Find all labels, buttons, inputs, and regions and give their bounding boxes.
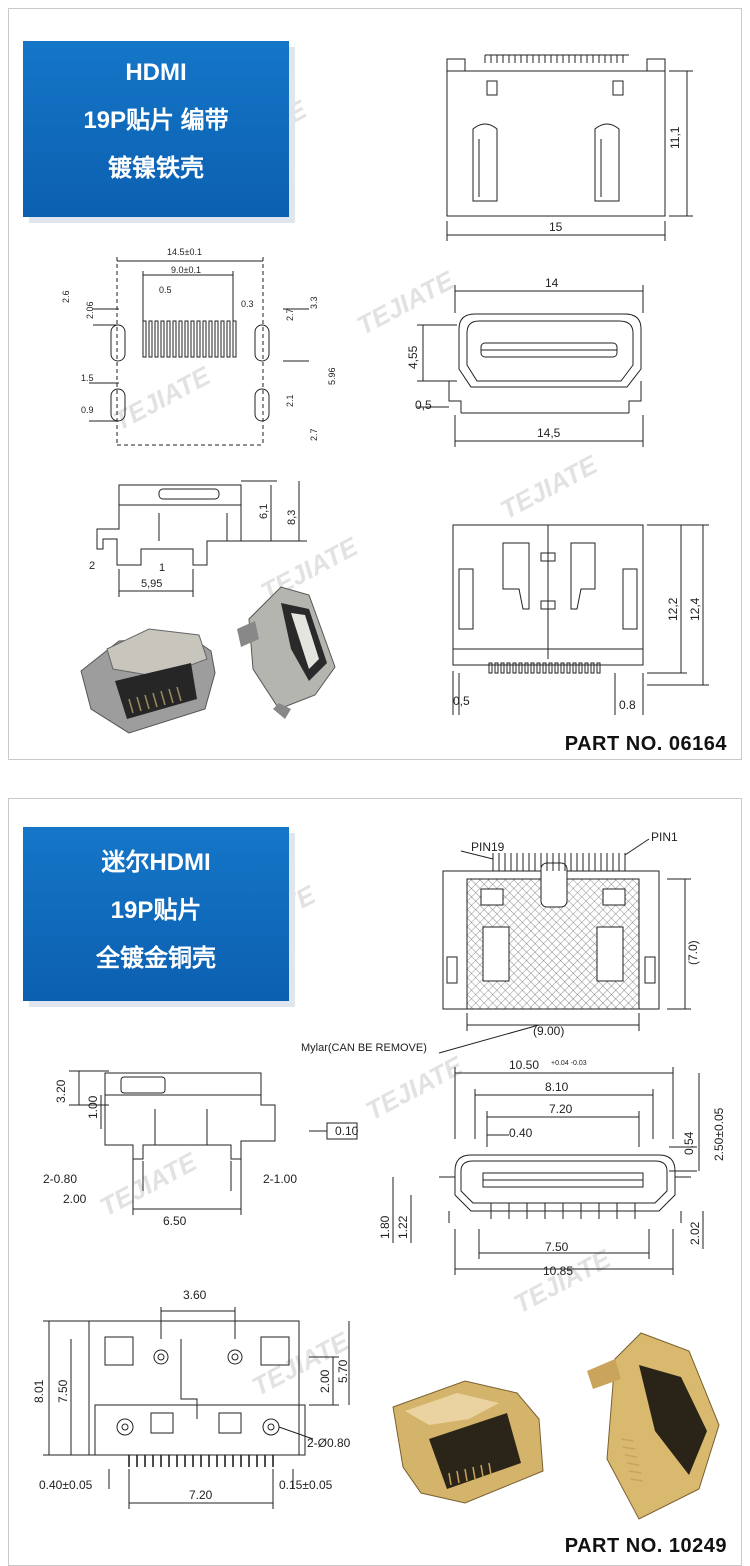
product-photo-2 <box>237 586 336 719</box>
dim-2-1: 2.1 <box>285 394 295 407</box>
dim-8-01: 8.01 <box>32 1379 46 1403</box>
product-photo-gold-1 <box>392 1380 544 1504</box>
dim-2-02: 2.02 <box>688 1221 702 1245</box>
dim-7-50-b: 7.50 <box>56 1379 70 1403</box>
dim-2-0-80: 2-0.80 <box>43 1172 77 1186</box>
dim-0-5-a: 0,5 <box>415 398 432 412</box>
dim-3-3: 3.3 <box>309 296 319 309</box>
title-banner: HDMI 19P贴片 编带 镀镍铁壳 <box>23 41 289 217</box>
dimension-labels: 11,1 15 14 4,55 0,5 14,5 14.5±0.1 9.0±0.… <box>61 126 702 712</box>
product-photo-1 <box>80 628 216 734</box>
banner-line-1: HDMI <box>125 59 187 86</box>
dim-10-50-tol: +0.04 -0.03 <box>551 1060 587 1067</box>
dim-1-22: 1.22 <box>396 1215 410 1239</box>
svg-text:TEJIATE: TEJIATE <box>509 1243 616 1319</box>
dim-0-3: 0.3 <box>241 299 254 309</box>
dim-0-10: 0.10 <box>335 1124 359 1138</box>
dim-1-00: 1.00 <box>86 1095 100 1119</box>
product-panel-10249: TEJIATE TEJIATE TEJIATE TEJIATE TEJIATE <box>8 798 742 1566</box>
dim-0-9: 0.9 <box>81 405 94 415</box>
dim-2-00-a: 2.00 <box>63 1192 87 1206</box>
dim-8-10: 8.10 <box>545 1080 569 1094</box>
dim-0-5: 0.5 <box>159 285 172 295</box>
dim-0-54: 0.54 <box>682 1131 696 1155</box>
dim-15: 15 <box>549 220 563 234</box>
part-number: PART NO. 06164 <box>564 733 727 755</box>
label-pin19: PIN19 <box>471 840 505 854</box>
banner-line-3: 全镀金铜壳 <box>96 945 216 972</box>
svg-text:TEJIATE: TEJIATE <box>95 1146 202 1222</box>
dim-8-3: 8,3 <box>286 510 298 525</box>
dim-7-20-a: 7.20 <box>549 1102 573 1116</box>
dim-3-20: 3.20 <box>54 1079 68 1103</box>
pcb-footprint <box>89 257 309 446</box>
dim-5-70: 5.70 <box>336 1359 350 1383</box>
dim-7-20-b: 7.20 <box>189 1488 213 1502</box>
dim-0-15-tol: 0.15±0.05 <box>279 1478 333 1492</box>
dim-10-50: 10.50 <box>509 1058 539 1072</box>
dim-11-1: 11,1 <box>668 126 682 149</box>
front-view-opening <box>417 285 644 447</box>
drawing-06164: TEJIATE TEJIATE TEJIATE TEJIATE TEJIATE <box>61 54 709 734</box>
dim-0-5-b: 0,5 <box>453 694 470 708</box>
dim-2-1-00: 2-1.00 <box>263 1172 297 1186</box>
svg-text:TEJIATE: TEJIATE <box>495 449 602 525</box>
front-view-opening <box>392 1067 704 1275</box>
dim-1-80: 1.80 <box>378 1215 392 1239</box>
banner-line-3: 镀镍铁壳 <box>108 155 204 182</box>
bottom-view <box>452 524 709 715</box>
dim-12-4: 12,4 <box>688 597 702 621</box>
dim-2-7-b: 2.7 <box>309 428 319 441</box>
dim-14-5-b: 14,5 <box>537 426 561 440</box>
dim-6-1: 6,1 <box>258 504 270 519</box>
dim-3-60: 3.60 <box>183 1288 207 1302</box>
dim-6-50: 6.50 <box>163 1214 187 1228</box>
top-view-mylar <box>438 838 691 1054</box>
dim-4-55: 4,55 <box>406 345 420 369</box>
dim-0-40-tol: 0.40±0.05 <box>39 1478 93 1492</box>
svg-text:TEJIATE: TEJIATE <box>361 1050 468 1126</box>
part-number: PART NO. 10249 <box>564 1535 727 1557</box>
dim-12-2: 12,2 <box>666 597 680 621</box>
dim-2-00-b: 2.00 <box>318 1369 332 1393</box>
dim-9-0-tol: 9.0±0.1 <box>171 265 201 275</box>
banner-line-2: 19P贴片 <box>110 897 202 924</box>
svg-text:TEJIATE: TEJIATE <box>352 265 459 341</box>
svg-text:TEJIATE: TEJIATE <box>108 360 215 436</box>
drawing-10249: TEJIATE TEJIATE TEJIATE TEJIATE TEJIATE <box>32 830 726 1520</box>
dim-2-phi-0-80: 2-Ø0.80 <box>307 1436 351 1450</box>
dim-7-0: (7.0) <box>686 940 700 965</box>
bottom-view <box>43 1307 350 1509</box>
label-pin1: PIN1 <box>651 830 678 844</box>
banner-line-2: 19P贴片 编带 <box>83 107 229 134</box>
dim-0-40: 0.40 <box>509 1126 533 1140</box>
side-view <box>96 480 307 597</box>
title-banner: 迷尔HDMI 19P贴片 全镀金铜壳 <box>23 827 289 1001</box>
dim-2: 2 <box>89 560 95 572</box>
dim-7-50: 7.50 <box>545 1240 569 1254</box>
product-panel-06164: TEJIATE TEJIATE TEJIATE TEJIATE TEJIATE <box>8 8 742 760</box>
dim-10-85: 10.85 <box>543 1264 573 1278</box>
dim-5-96: 5.96 <box>327 367 337 385</box>
banner-line-1: 迷尔HDMI <box>101 849 211 876</box>
front-view-top <box>446 54 693 241</box>
dimension-labels: PIN19 PIN1 Mylar(CAN BE REMOVE) (7.0) (9… <box>32 830 726 1502</box>
label-mylar: Mylar(CAN BE REMOVE) <box>301 1042 427 1054</box>
dim-2-50: 2.50±0.05 <box>712 1107 726 1161</box>
dim-2-06: 2.06 <box>85 301 95 319</box>
dim-0-8: 0.8 <box>619 698 636 712</box>
side-view <box>69 1070 358 1215</box>
dim-14: 14 <box>545 276 559 290</box>
product-photo-gold-2 <box>587 1332 720 1520</box>
dim-2-7-a: 2.7 <box>285 308 295 321</box>
dim-5-95: 5,95 <box>141 578 162 590</box>
dim-1-5: 1.5 <box>81 373 94 383</box>
dim-14-5-tol: 14.5±0.1 <box>167 247 202 257</box>
dim-1: 1 <box>159 562 165 574</box>
dim-9-00: (9.00) <box>533 1024 564 1038</box>
dim-2-6: 2.6 <box>61 290 71 303</box>
